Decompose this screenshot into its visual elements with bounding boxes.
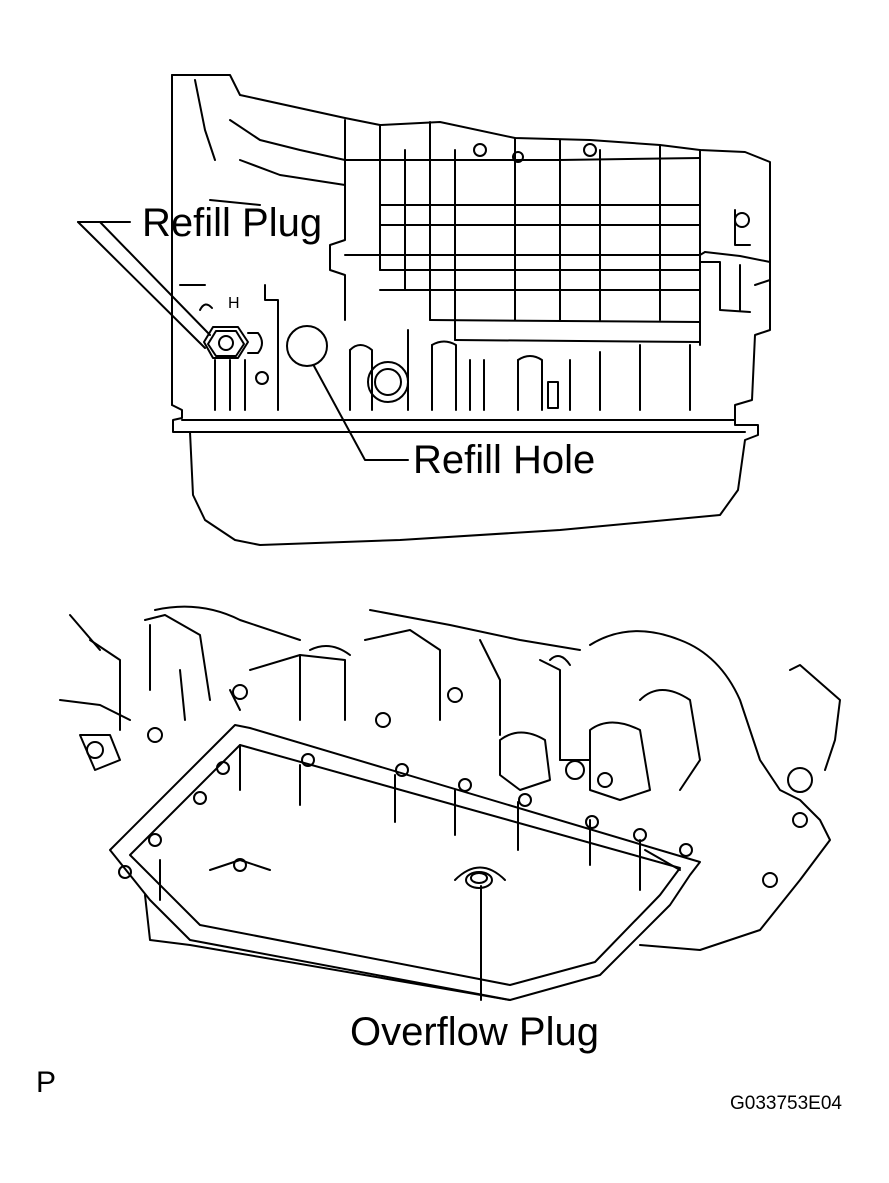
park-marker: P: [36, 1066, 57, 1099]
refill-plug-label: Refill Plug: [142, 201, 323, 245]
overflow-plug-label: Overflow Plug: [350, 1010, 599, 1054]
refill-plug-leader: [77, 221, 211, 349]
case-mark: H: [228, 295, 240, 312]
refill-hole-leader: [313, 365, 409, 461]
transmission-side-view: [171, 74, 771, 546]
refill-hole-label: Refill Hole: [413, 438, 596, 482]
oil-pan-view: [59, 605, 841, 1001]
figure-id: G033753E04: [730, 1093, 842, 1114]
